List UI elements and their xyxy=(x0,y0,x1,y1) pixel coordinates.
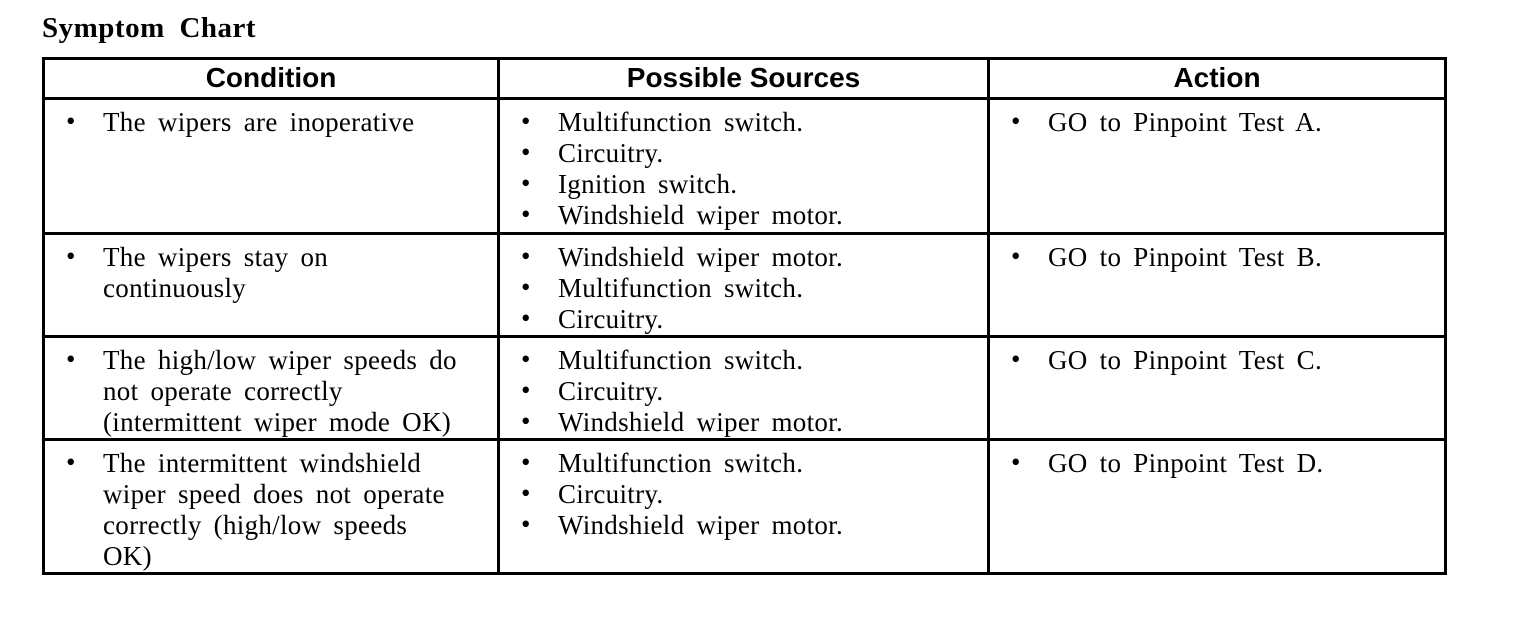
condition-item: The wipers are inoperative xyxy=(45,106,485,138)
source-item: Windshield wiper motor. xyxy=(500,241,975,273)
condition-cell: The intermittent windshield wiper speed … xyxy=(42,438,500,575)
action-item: GO to Pinpoint Test B. xyxy=(990,241,1432,273)
source-item: Multifunction switch. xyxy=(500,106,975,138)
source-item: Circuitry. xyxy=(500,303,975,335)
action-cell: GO to Pinpoint Test A. xyxy=(987,97,1447,235)
source-item: Multifunction switch. xyxy=(500,447,975,479)
condition-cell: The wipers stay on continuously xyxy=(42,232,500,338)
source-item: Windshield wiper motor. xyxy=(500,406,975,438)
sources-cell: Multifunction switch. Circuitry. Windshi… xyxy=(497,438,990,575)
action-item: GO to Pinpoint Test C. xyxy=(990,344,1432,376)
source-item: Multifunction switch. xyxy=(500,344,975,376)
table-row: The wipers stay on continuously Windshie… xyxy=(42,232,1447,338)
source-item: Circuitry. xyxy=(500,137,975,169)
condition-item: The wipers stay on continuously xyxy=(45,241,485,304)
source-item: Circuitry. xyxy=(500,478,975,510)
action-cell: GO to Pinpoint Test C. xyxy=(987,335,1447,441)
action-item: GO to Pinpoint Test D. xyxy=(990,447,1432,479)
condition-cell: The wipers are inoperative xyxy=(42,97,500,235)
sources-cell: Windshield wiper motor. Multifunction sw… xyxy=(497,232,990,338)
action-item: GO to Pinpoint Test A. xyxy=(990,106,1432,138)
source-item: Ignition switch. xyxy=(500,168,975,200)
table-row: The high/low wiper speeds do not operate… xyxy=(42,335,1447,441)
source-item: Windshield wiper motor. xyxy=(500,199,975,231)
column-header-condition: Condition xyxy=(42,57,500,100)
table-row: The wipers are inoperative Multifunction… xyxy=(42,97,1447,235)
table-header-row: Condition Possible Sources Action xyxy=(42,57,1447,100)
action-cell: GO to Pinpoint Test B. xyxy=(987,232,1447,338)
symptom-chart-table: Condition Possible Sources Action The wi… xyxy=(42,57,1447,575)
column-header-possible-sources: Possible Sources xyxy=(497,57,990,100)
condition-cell: The high/low wiper speeds do not operate… xyxy=(42,335,500,441)
page-title: Symptom Chart xyxy=(42,12,257,44)
table-row: The intermittent windshield wiper speed … xyxy=(42,438,1447,575)
source-item: Windshield wiper motor. xyxy=(500,509,975,541)
action-cell: GO to Pinpoint Test D. xyxy=(987,438,1447,575)
source-item: Circuitry. xyxy=(500,375,975,407)
condition-item: The intermittent windshield wiper speed … xyxy=(45,447,485,572)
condition-item: The high/low wiper speeds do not operate… xyxy=(45,344,485,438)
sources-cell: Multifunction switch. Circuitry. Windshi… xyxy=(497,335,990,441)
column-header-action: Action xyxy=(987,57,1447,100)
sources-cell: Multifunction switch. Circuitry. Ignitio… xyxy=(497,97,990,235)
source-item: Multifunction switch. xyxy=(500,272,975,304)
